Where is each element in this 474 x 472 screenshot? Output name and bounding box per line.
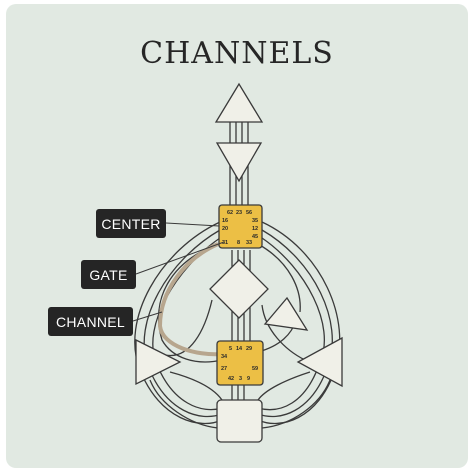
gate-number: 23 [236,210,242,216]
gate-number: 20 [222,226,228,232]
head-center [214,82,264,123]
gate-number: 42 [228,376,234,382]
gate-number: 34 [221,354,228,360]
channel-line [157,243,223,363]
gate-number: 45 [252,234,258,240]
gate-number: 62 [227,210,233,216]
sacral-center [216,340,264,386]
root-center [216,399,263,443]
gate-leader-line [135,241,225,275]
center-label: CENTER [96,209,166,238]
gate-number: 3 [239,376,242,382]
channel-line [169,371,223,401]
gate-number: 27 [221,366,227,372]
ajna-center [215,142,263,183]
channel-line [261,379,331,429]
gate-number: 12 [252,226,258,232]
center-leader-line [165,222,220,227]
gate-number: 29 [246,346,252,352]
gate-number: 14 [236,346,243,352]
gate-number: 35 [252,218,258,224]
highlighted-channel [157,242,223,357]
page-title: CHANNELS [140,36,334,71]
gate-number: 56 [246,210,252,216]
gate-number: 59 [252,366,258,372]
heart-center [263,296,309,331]
channel-label: CHANNEL [48,307,133,336]
gate-number: 31 [222,240,228,246]
throat-gate-numbers: 62 23 56 16 35 20 12 45 31 8 33 [222,210,258,246]
throat-center [218,204,263,249]
solar-plexus-center [296,336,343,388]
channel-line [257,243,301,313]
sacral-gate-numbers: 5 14 29 34 27 59 42 3 9 [221,346,258,382]
gate-label: GATE [81,260,136,289]
channel-line [164,299,213,357]
gate-number: 5 [229,346,232,352]
g-center [209,259,269,319]
gate-number: 33 [246,240,252,246]
channel-line [134,221,223,425]
channel-line [261,304,306,361]
gate-number: 9 [247,376,250,382]
gate-number: 8 [237,240,240,246]
channel-line [149,379,219,429]
spleen-center [135,338,182,386]
gate-number: 16 [222,218,228,224]
channel-line [257,371,311,401]
channel-leader-line [132,311,163,322]
